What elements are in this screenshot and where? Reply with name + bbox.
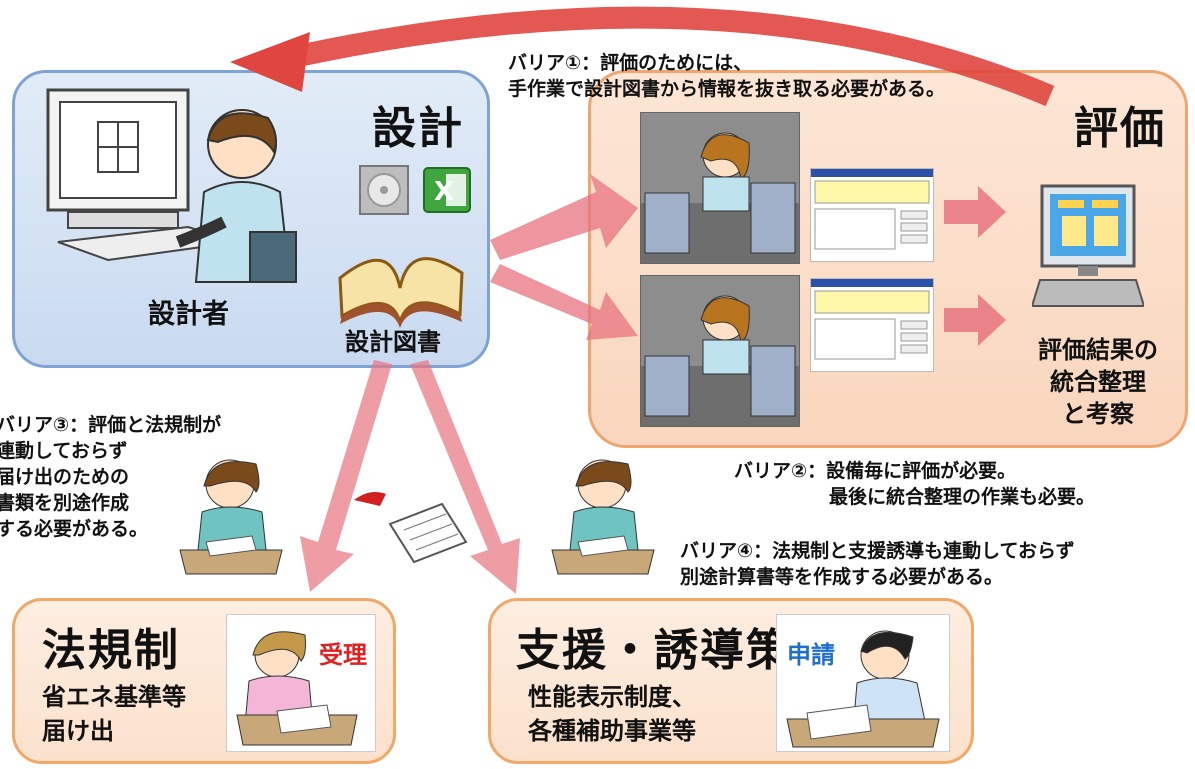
received-card: 受理 xyxy=(226,614,376,752)
design-docs-label: 設計図書 xyxy=(345,328,441,356)
regulation-title: 法規制 xyxy=(42,625,180,676)
design-to-eval-arrows xyxy=(490,174,638,340)
application-card: 申請 xyxy=(776,614,950,752)
result-computer-icon xyxy=(1032,184,1144,307)
barrier-1-note: バリア①：評価のためには、 手作業で設計図書から情報を抜き取る必要がある。 xyxy=(508,52,946,100)
arrow-to-result-2 xyxy=(944,294,1006,346)
feedback-arrow xyxy=(230,6,1055,107)
cd-drive-icon xyxy=(359,165,409,215)
manual-work-photo-1 xyxy=(640,112,800,264)
evaluation-form-2 xyxy=(810,278,934,372)
support-title: 支援・誘導策 xyxy=(516,625,792,676)
manual-work-photo-2 xyxy=(640,275,800,427)
svg-text:X: X xyxy=(434,177,454,207)
arrow-to-result-1 xyxy=(944,186,1006,238)
barrier-3-note: バリア③：評価と法規制が 連動しておらず 届け出のための 書類を別途作成 する必… xyxy=(0,414,222,540)
evaluation-result-label: 評価結果の 統合整理 と考察 xyxy=(1038,336,1158,428)
design-to-regulation-arrows xyxy=(300,360,520,594)
designer-label: 設計者 xyxy=(148,299,229,330)
barrier-4-note: バリア④：法規制と支援誘導も連動しておらず 別途計算書等を作成する必要がある。 xyxy=(680,540,1075,588)
designer-computer-illustration xyxy=(46,88,297,283)
application-stamp: 申請 xyxy=(787,641,835,669)
evaluation-title: 評価 xyxy=(1074,103,1166,154)
excel-icon: X xyxy=(423,167,471,213)
received-stamp: 受理 xyxy=(319,641,367,669)
writer-person-2 xyxy=(551,459,655,575)
regulation-desc: 省エネ基準等 届け出 xyxy=(42,683,186,745)
evaluation-form-1 xyxy=(810,168,934,262)
design-documents-book-icon xyxy=(338,257,464,328)
support-desc: 性能表示制度、 各種補助事業等 xyxy=(528,683,696,745)
stapler-document-icon xyxy=(354,492,468,564)
barrier-2-note: バリア②：設備毎に評価が必要。 最後に統合整理の作業も必要。 xyxy=(734,460,1096,508)
writer-person-1 xyxy=(179,459,283,575)
design-title: 設計 xyxy=(372,103,464,154)
